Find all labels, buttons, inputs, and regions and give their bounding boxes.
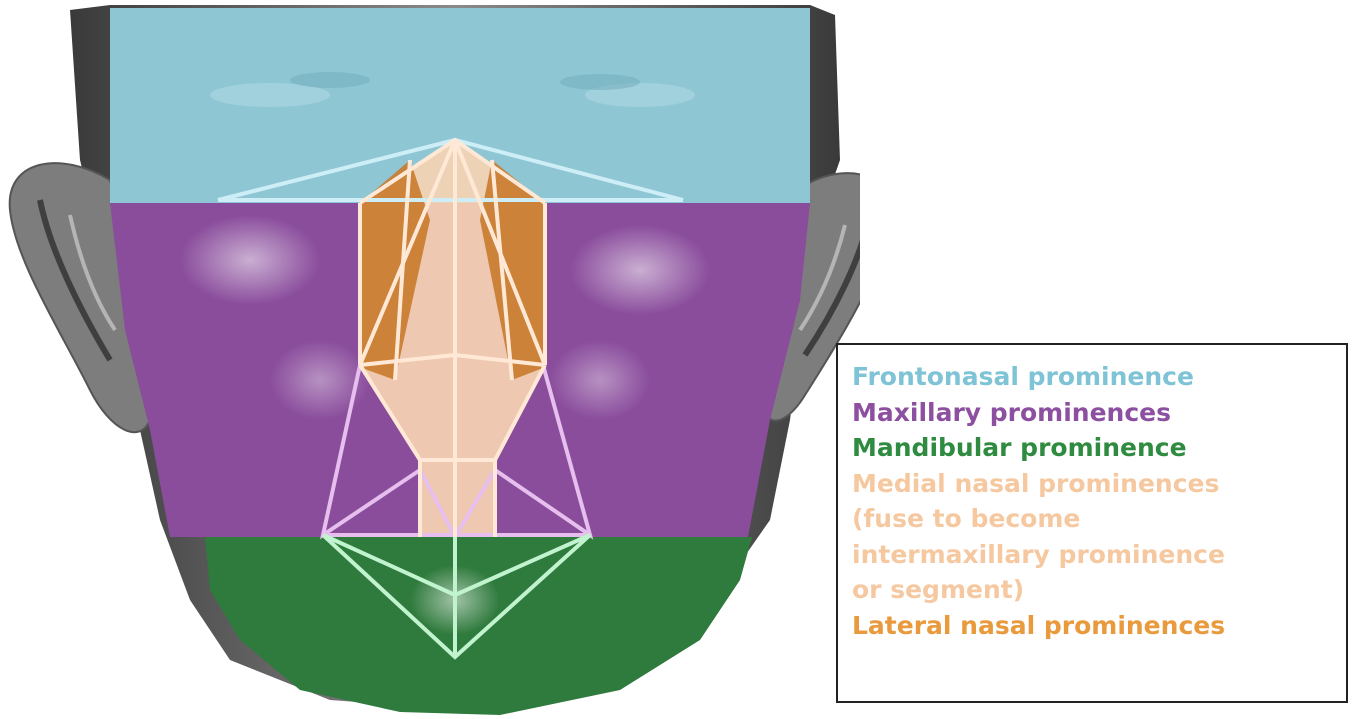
legend-item-mandibular: Mandibular prominence xyxy=(852,430,1346,466)
legend-item-medial-nasal-note-1: (fuse to become xyxy=(852,501,1346,537)
legend: Frontonasal prominence Maxillary promine… xyxy=(836,343,1348,703)
legend-item-lateral-nasal: Lateral nasal prominences xyxy=(852,608,1346,644)
legend-item-medial-nasal: Medial nasal prominences xyxy=(852,466,1346,502)
face-diagram xyxy=(0,0,860,719)
legend-item-medial-nasal-note-2: intermaxillary prominence xyxy=(852,537,1346,573)
legend-item-frontonasal: Frontonasal prominence xyxy=(852,359,1346,395)
legend-item-medial-nasal-note-3: or segment) xyxy=(852,572,1346,608)
legend-item-maxillary: Maxillary prominences xyxy=(852,395,1346,431)
